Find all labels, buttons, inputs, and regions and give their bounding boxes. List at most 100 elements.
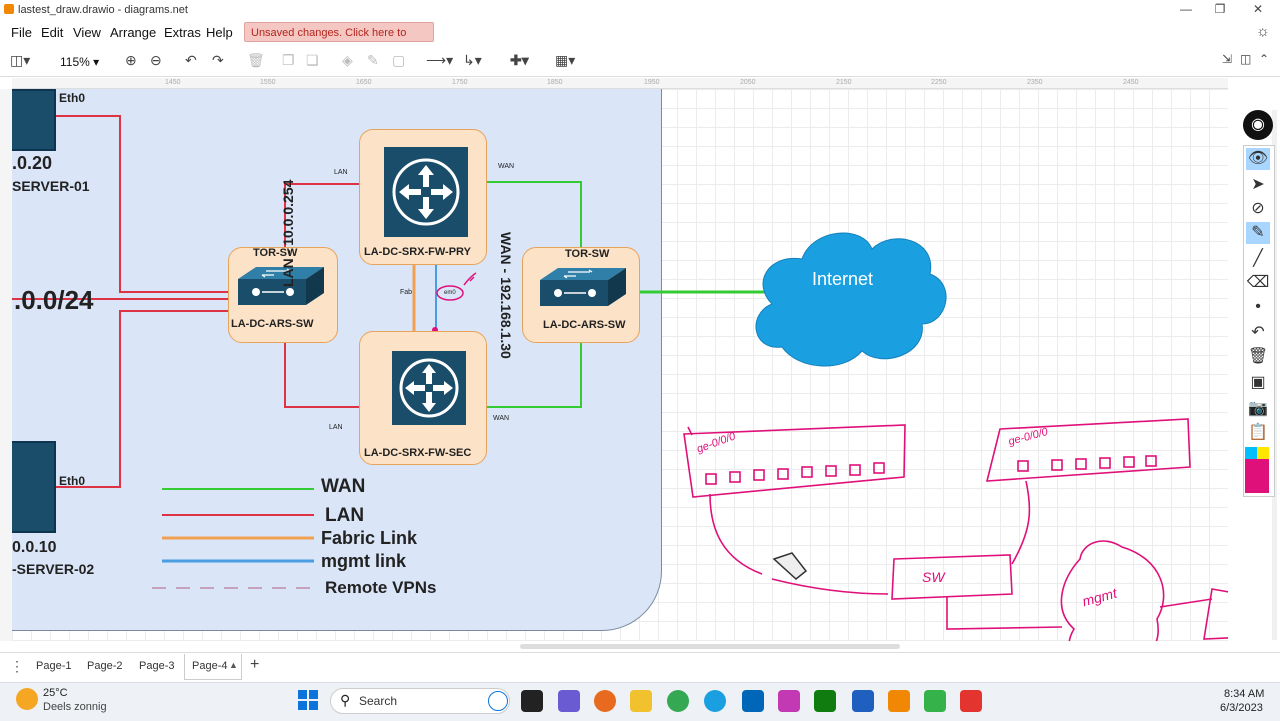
insert-icon[interactable]: ✚▾: [510, 52, 529, 68]
undo-pen-icon[interactable]: ↶: [1251, 324, 1265, 341]
dot-icon[interactable]: •: [1255, 298, 1261, 315]
lan-small-label: LAN: [329, 424, 343, 431]
xbox-icon[interactable]: [814, 690, 836, 712]
wan-small-label: WAN: [493, 415, 510, 422]
shadow-icon[interactable]: ▢: [392, 52, 406, 68]
menu-view[interactable]: View: [73, 25, 101, 40]
menu-arrange[interactable]: Arrange: [110, 25, 157, 40]
zoom-out-icon[interactable]: ⊖: [150, 52, 162, 68]
weather-icon[interactable]: [16, 688, 38, 710]
top-ruler: [12, 78, 1228, 89]
menu-bar: [0, 20, 1280, 44]
drawio-icon[interactable]: [888, 690, 910, 712]
menu-extras[interactable]: Extras: [164, 25, 201, 40]
app-green-icon[interactable]: [924, 690, 946, 712]
format-panel-icon[interactable]: ◫▾: [10, 52, 31, 68]
taskbar-search[interactable]: [330, 688, 510, 714]
zoom-select[interactable]: 115% ▾: [60, 55, 100, 69]
zoom-in-icon[interactable]: ⊕: [125, 52, 137, 68]
server-02-name: -SERVER-02: [12, 561, 95, 577]
table-icon[interactable]: ▦▾: [555, 52, 576, 68]
horizontal-scrollbar[interactable]: [520, 644, 900, 649]
edge-icon[interactable]: [704, 690, 726, 712]
router-icon: [392, 351, 466, 425]
eye-icon[interactable]: 👁: [1246, 148, 1270, 170]
trash-icon[interactable]: 🗑: [1247, 348, 1269, 365]
store-icon[interactable]: [742, 690, 764, 712]
theme-icon[interactable]: ☼: [1256, 23, 1270, 40]
file-explorer-icon[interactable]: [630, 690, 652, 712]
unsaved-changes-button[interactable]: Unsaved changes. Click here to save. ⬇: [244, 22, 434, 59]
diagram-canvas[interactable]: Eth0 .0.20 SERVER-01 Eth0 0.0.10 -SERVER…: [12, 89, 1228, 641]
add-page-icon[interactable]: +: [250, 656, 260, 673]
pages-menu-icon[interactable]: ⋮: [10, 658, 24, 674]
zoom-value: 115%: [60, 55, 90, 69]
tor-right-top-label: TOR-SW: [565, 248, 610, 260]
chevron-up-icon[interactable]: ▲: [229, 660, 238, 670]
tab-page-4[interactable]: [184, 654, 242, 680]
to-front-icon[interactable]: ❐: [282, 52, 295, 68]
waypoints-icon[interactable]: ↳▾: [463, 52, 482, 68]
collapse-icon[interactable]: ⌃: [1259, 52, 1270, 66]
redo-icon[interactable]: ↷: [212, 52, 224, 68]
teams-icon[interactable]: [558, 690, 580, 712]
switch-icon: [234, 265, 326, 309]
color-yellow[interactable]: [1257, 447, 1269, 459]
minimize-button[interactable]: —: [1180, 2, 1192, 16]
board-icon[interactable]: ▣: [1250, 374, 1266, 391]
maximize-button[interactable]: ❐: [1214, 2, 1226, 16]
tab-page-3[interactable]: Page-3: [139, 660, 175, 672]
fill-color-icon[interactable]: ◈: [342, 52, 353, 68]
app-icon: [4, 4, 14, 14]
firefox-icon[interactable]: [594, 690, 616, 712]
outlook-icon[interactable]: [852, 690, 874, 712]
pen-off-icon[interactable]: ⊘: [1251, 200, 1265, 217]
toolbar: [0, 46, 1280, 77]
pointer-icon[interactable]: ➤: [1251, 176, 1265, 193]
menu-file[interactable]: File: [11, 25, 32, 40]
wan-vertical-label: WAN - 192.168.1.30: [498, 232, 514, 359]
line-icon[interactable]: ╱: [1253, 250, 1263, 267]
connections-layer: [12, 115, 1228, 641]
eraser-icon[interactable]: ⌫: [1246, 274, 1270, 291]
to-back-icon[interactable]: ❏: [306, 52, 319, 68]
tab-page-4-label: Page-4: [192, 660, 228, 672]
server-01-ip: .0.20: [12, 153, 53, 173]
task-view-icon[interactable]: [521, 690, 543, 712]
clipboard-icon[interactable]: 📋: [1248, 424, 1268, 441]
clock-time: 8:34 AM: [1224, 688, 1265, 700]
close-button[interactable]: ✕: [1252, 2, 1264, 16]
camera-icon[interactable]: 📷: [1248, 400, 1268, 417]
undo-icon[interactable]: ↶: [185, 52, 197, 68]
delete-icon[interactable]: 🗑: [247, 52, 265, 68]
app-icon[interactable]: [778, 690, 800, 712]
tab-page-1[interactable]: Page-1: [36, 660, 72, 672]
server-01-port: Eth0: [59, 91, 86, 105]
menu-edit[interactable]: Edit: [41, 25, 64, 40]
bing-icon[interactable]: [488, 691, 508, 711]
fab-label: Fab: [400, 289, 413, 296]
tab-page-2[interactable]: Page-2: [87, 660, 123, 672]
start-icon[interactable]: [298, 690, 318, 710]
fullscreen-icon[interactable]: ⇲: [1222, 52, 1233, 66]
format-toggle-icon[interactable]: ◫: [1240, 52, 1252, 66]
server-01-icon[interactable]: [12, 89, 56, 151]
line-color-icon[interactable]: ✎: [367, 52, 379, 68]
server-02-icon[interactable]: [12, 441, 56, 533]
highlighter-icon[interactable]: ✎: [1246, 222, 1270, 244]
app-red-icon[interactable]: [960, 690, 982, 712]
internet-cloud[interactable]: [755, 232, 947, 367]
ruler-tick: 1550: [260, 79, 276, 86]
server-01-name: SERVER-01: [12, 178, 90, 194]
ruler-tick: 2250: [931, 79, 947, 86]
color-magenta[interactable]: [1245, 459, 1269, 493]
color-cyan[interactable]: [1245, 447, 1257, 459]
menu-help[interactable]: Help: [206, 25, 233, 40]
weather-temp: 25°C: [43, 687, 68, 699]
chrome-icon[interactable]: [667, 690, 689, 712]
lan-vertical-label: LAN - 10.0.0.254: [280, 179, 296, 287]
pen-app-icon[interactable]: ◉: [1243, 110, 1273, 140]
pencil-cursor-icon: [772, 552, 808, 580]
ruler-tick: 1950: [644, 79, 660, 86]
connection-icon[interactable]: ⟶▾: [426, 52, 454, 68]
